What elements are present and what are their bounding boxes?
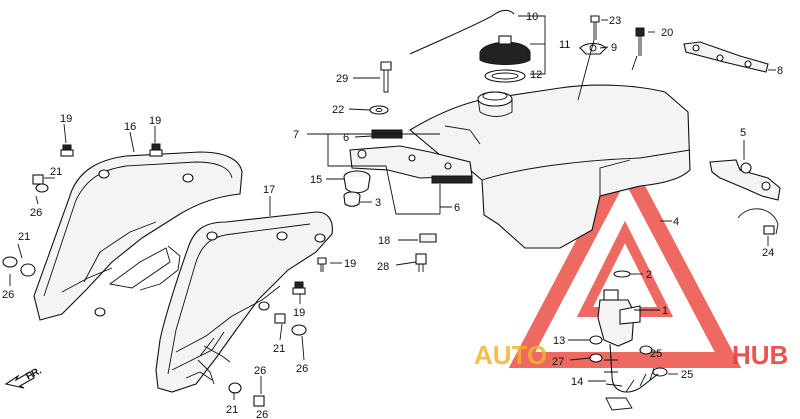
watermark-right: HUB xyxy=(732,340,788,370)
label-4: 4 xyxy=(673,216,679,228)
label-19: 19 xyxy=(293,307,305,319)
label-21: 21 xyxy=(18,231,30,243)
fr-label: FR. xyxy=(24,365,44,382)
label-14: 14 xyxy=(571,376,583,388)
watermark-left: AUTO xyxy=(474,340,547,370)
label-23: 23 xyxy=(609,15,621,27)
label-2: 2 xyxy=(646,269,652,281)
label-19: 19 xyxy=(60,113,72,125)
fuel-tank xyxy=(409,84,691,249)
label-24: 24 xyxy=(762,247,774,259)
label-21: 21 xyxy=(273,343,285,355)
cap-gasket xyxy=(484,69,526,83)
label-21: 21 xyxy=(226,404,238,416)
label-29: 29 xyxy=(336,73,348,85)
label-26: 26 xyxy=(296,363,308,375)
label-26: 26 xyxy=(254,365,266,377)
label-19: 19 xyxy=(149,115,161,127)
label-19: 19 xyxy=(344,258,356,270)
label-13: 13 xyxy=(553,335,565,347)
tank-band xyxy=(737,208,779,235)
label-26: 26 xyxy=(30,207,42,219)
label-6: 6 xyxy=(343,132,349,144)
leader-lines xyxy=(9,15,776,400)
shroud-fasteners xyxy=(2,143,327,407)
right-shroud xyxy=(155,211,333,393)
label-26: 26 xyxy=(256,409,268,419)
label-18: 18 xyxy=(378,235,390,247)
label-27: 27 xyxy=(552,356,564,368)
label-21: 21 xyxy=(50,166,62,178)
label-15: 15 xyxy=(310,174,322,186)
label-25: 25 xyxy=(650,348,662,360)
label-5: 5 xyxy=(740,127,746,139)
label-12: 12 xyxy=(530,69,542,81)
label-17: 17 xyxy=(263,184,275,196)
fr-arrow: FR. xyxy=(4,365,44,389)
label-9: 9 xyxy=(611,42,617,54)
label-10: 10 xyxy=(526,11,538,23)
part-labels: 19 16 19 21 26 21 26 17 19 19 21 26 26 2… xyxy=(2,11,783,419)
watermark-triangle-outer xyxy=(508,147,742,368)
left-shroud xyxy=(33,151,243,321)
label-11: 11 xyxy=(559,39,570,51)
label-8: 8 xyxy=(777,65,783,77)
watermark-text: AUTO HUB xyxy=(474,340,788,370)
label-25: 25 xyxy=(681,369,693,381)
label-6: 6 xyxy=(454,202,460,214)
label-3: 3 xyxy=(375,197,381,209)
label-22: 22 xyxy=(332,104,344,116)
label-7: 7 xyxy=(293,129,299,141)
label-28: 28 xyxy=(377,261,389,273)
fuel-cap xyxy=(479,35,531,83)
label-26: 26 xyxy=(2,289,14,301)
rear-mount-bracket xyxy=(709,159,781,201)
label-1: 1 xyxy=(662,305,668,317)
label-20: 20 xyxy=(661,27,673,39)
label-16: 16 xyxy=(124,121,136,133)
